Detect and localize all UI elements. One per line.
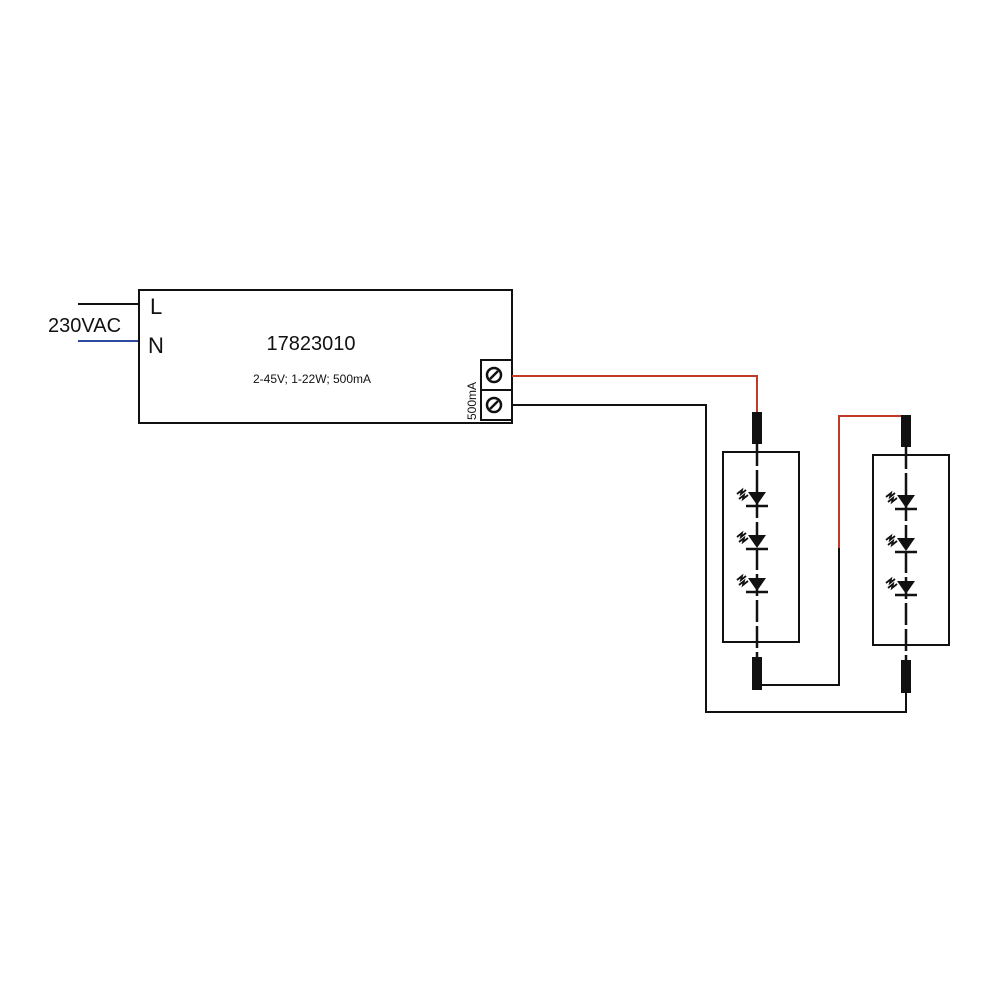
terminal-l-label: L [150, 294, 162, 319]
led-module [872, 415, 950, 693]
screw-terminal-icon [485, 366, 503, 384]
driver-specs: 2-45V; 1-22W; 500mA [253, 372, 371, 386]
bridge-wire-black [762, 548, 840, 686]
output-current-label: 500mA [465, 382, 479, 420]
led-diode-icon [885, 576, 917, 597]
input-voltage-label: 230VAC [48, 315, 121, 337]
led-module-box [722, 451, 800, 643]
connector-top [901, 415, 911, 447]
led-module-box [872, 454, 950, 646]
led-diode-icon [885, 533, 917, 554]
connector-top [752, 412, 762, 444]
led-diode-icon [736, 530, 768, 551]
led-diode-icon [736, 573, 768, 594]
led-diode-icon [736, 487, 768, 508]
terminal-n-label: N [148, 333, 164, 358]
driver-model: 17823010 [267, 333, 356, 355]
negative-wire [512, 404, 907, 713]
screw-terminal-icon [485, 396, 503, 414]
connector-bottom [752, 657, 762, 690]
positive-wire [512, 375, 758, 415]
driver-box [138, 289, 513, 424]
connector-bottom [901, 660, 911, 693]
bridge-wire-red [838, 415, 906, 548]
led-diode-icon [885, 490, 917, 511]
led-module [722, 412, 800, 690]
